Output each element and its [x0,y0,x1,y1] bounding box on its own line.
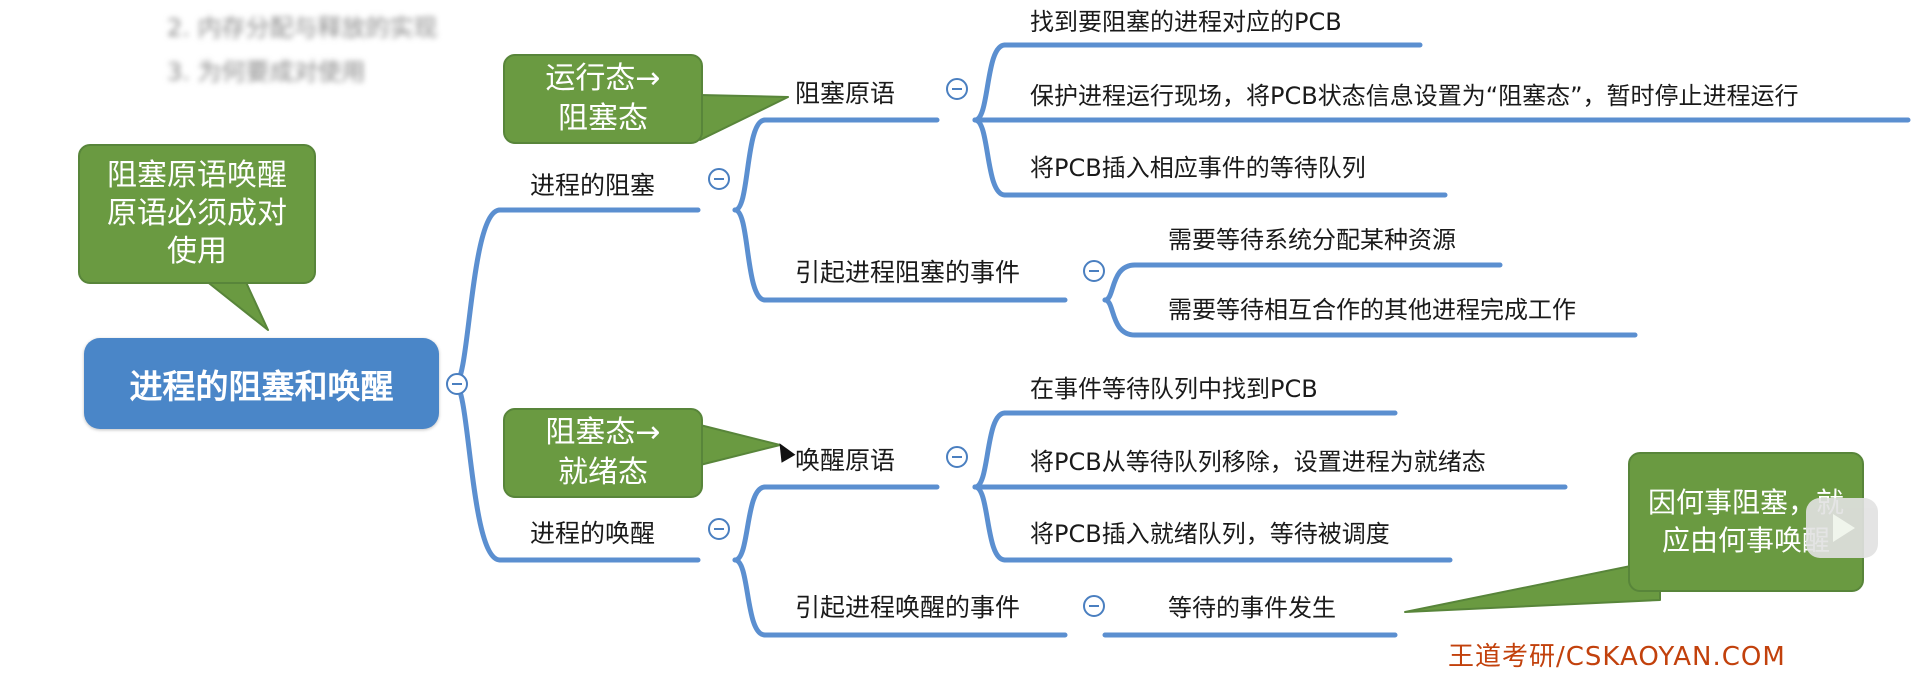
note-pair-usage-text: 阻塞原语唤醒原语必须成对使用 [107,158,287,269]
node-wakeup-primitive[interactable]: 唤醒原语 [795,446,896,475]
collapse-toggle-block-primitive[interactable] [946,78,968,100]
node-process-block[interactable]: 进程的阻塞 [530,171,656,200]
collapse-toggle-wakeup[interactable] [708,518,730,540]
leaf-block-event-2[interactable]: 需要等待相互合作的其他进程完成工作 [1168,296,1576,324]
collapse-toggle-wakeup-events[interactable] [1083,595,1105,617]
note-pair-usage: 阻塞原语唤醒原语必须成对使用 [78,144,316,284]
note-running-to-blocked: 运行态→阻塞态 [503,54,703,144]
root-node[interactable]: 进程的阻塞和唤醒 [84,338,439,429]
collapse-toggle-wakeup-primitive[interactable] [946,446,968,468]
node-process-wakeup[interactable]: 进程的唤醒 [530,519,656,548]
note-running-to-blocked-text: 运行态→阻塞态 [545,61,661,136]
note-blocked-to-ready: 阻塞态→就绪态 [503,408,703,498]
collapse-toggle-block[interactable] [708,168,730,190]
leaf-wakeup-event-1[interactable]: 等待的事件发生 [1168,594,1336,622]
node-block-events[interactable]: 引起进程阻塞的事件 [795,258,1021,287]
node-block-primitive[interactable]: 阻塞原语 [795,79,896,108]
leaf-wakeup-step-1[interactable]: 在事件等待队列中找到PCB [1030,375,1318,403]
leaf-block-step-2[interactable]: 保护进程运行现场，将PCB状态信息设置为“阻塞态”，暂时停止进程运行 [1030,82,1799,110]
watermark: 王道考研/CSKAOYAN.COM [1448,642,1786,672]
play-icon[interactable] [1806,498,1878,558]
leaf-wakeup-step-3[interactable]: 将PCB插入就绪队列，等待被调度 [1030,520,1390,548]
node-wakeup-events[interactable]: 引起进程唤醒的事件 [795,593,1021,622]
collapse-toggle-block-events[interactable] [1083,260,1105,282]
top-list-item: 3. 为何要成对使用 [167,58,366,86]
leaf-block-event-1[interactable]: 需要等待系统分配某种资源 [1168,226,1456,254]
leaf-block-step-1[interactable]: 找到要阻塞的进程对应的PCB [1030,8,1342,36]
note-blocked-to-ready-text: 阻塞态→就绪态 [545,415,661,490]
top-list-item: 2. 内存分配与释放的实现 [167,14,438,42]
root-label: 进程的阻塞和唤醒 [129,366,394,406]
root-collapse-toggle[interactable] [446,373,468,395]
mind-map-connectors [204,42,1911,638]
leaf-block-step-3[interactable]: 将PCB插入相应事件的等待队列 [1030,154,1366,182]
leaf-wakeup-step-2[interactable]: 将PCB从等待队列移除，设置进程为就绪态 [1030,448,1486,476]
